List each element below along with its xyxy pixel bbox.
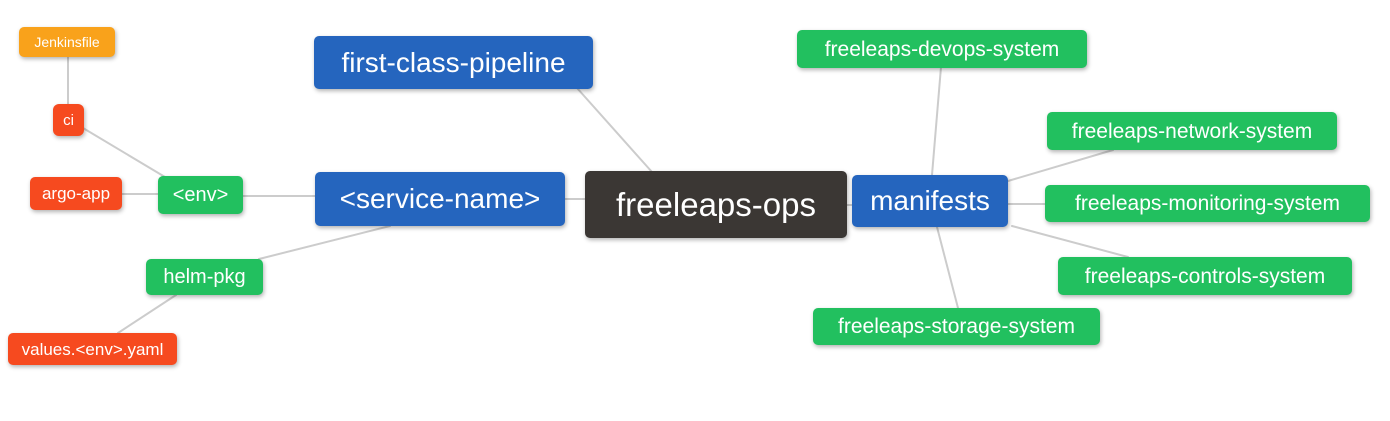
node-freeleaps-ops[interactable]: freeleaps-ops bbox=[585, 171, 847, 238]
node-network-system[interactable]: freeleaps-network-system bbox=[1047, 112, 1337, 150]
edge-ci-env bbox=[82, 127, 166, 178]
node-manifests[interactable]: manifests bbox=[852, 175, 1008, 227]
node-values-env-yaml[interactable]: values.<env>.yaml bbox=[8, 333, 177, 365]
node-monitoring-system[interactable]: freeleaps-monitoring-system bbox=[1045, 185, 1370, 222]
node-env[interactable]: <env> bbox=[158, 176, 243, 214]
edge-values-helm-pkg bbox=[117, 294, 177, 334]
node-jenkinsfile[interactable]: Jenkinsfile bbox=[19, 27, 115, 57]
edge-manifests-storage bbox=[936, 226, 959, 309]
edge-manifests-network bbox=[1007, 149, 1114, 182]
edge-helm-pkg-service-name bbox=[258, 225, 391, 260]
node-service-name[interactable]: <service-name> bbox=[315, 172, 565, 226]
node-argo-app[interactable]: argo-app bbox=[30, 177, 122, 210]
node-first-class-pipeline[interactable]: first-class-pipeline bbox=[314, 36, 593, 89]
node-storage-system[interactable]: freeleaps-storage-system bbox=[813, 308, 1100, 345]
edge-manifests-controls bbox=[1011, 225, 1129, 258]
node-ci[interactable]: ci bbox=[53, 104, 84, 136]
edge-pipeline-ops bbox=[576, 87, 653, 173]
edge-manifests-devops bbox=[931, 66, 942, 176]
node-devops-system[interactable]: freeleaps-devops-system bbox=[797, 30, 1087, 68]
node-helm-pkg[interactable]: helm-pkg bbox=[146, 259, 263, 295]
node-controls-system[interactable]: freeleaps-controls-system bbox=[1058, 257, 1352, 295]
